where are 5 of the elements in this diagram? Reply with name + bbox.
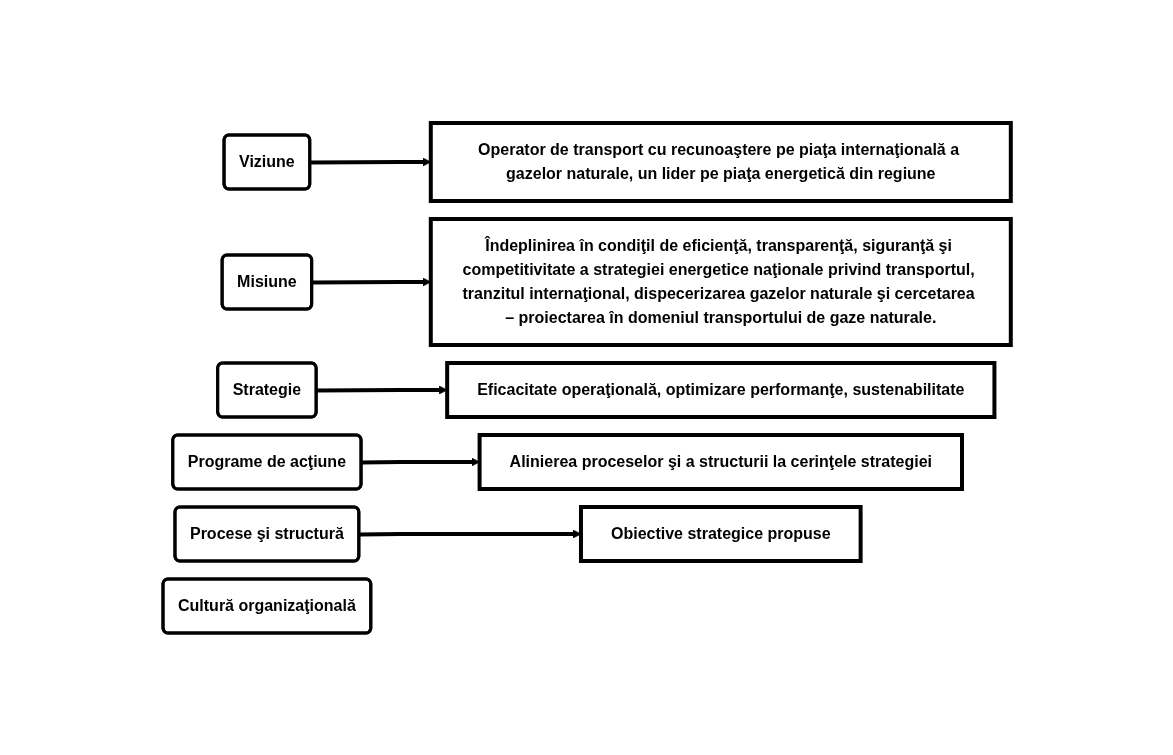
- node-box: Operator de transport cu recunoaştere pe piaţa internaţională a gazelor naturale, un lider pe piaţa energetică din regiune: [428, 120, 1013, 203]
- node-box: Îndeplinirea în condiţil de eficienţă, transparenţă, siguranţă şi competitivitate a strategiei energetice naţionale privind transportul, tranzitul internaţional, dispecerizarea gazelor naturale şi cercetarea – proiectarea în domeniul transportului de gaze naturale.: [428, 216, 1013, 347]
- node-box: Alinierea proceselor şi a structurii la cerinţele strategiei: [477, 432, 964, 491]
- node-box: Eficacitate operaţională, optimizare performanţe, sustenabilitate: [444, 360, 996, 419]
- node-box: Obiective strategice propuse: [578, 504, 863, 563]
